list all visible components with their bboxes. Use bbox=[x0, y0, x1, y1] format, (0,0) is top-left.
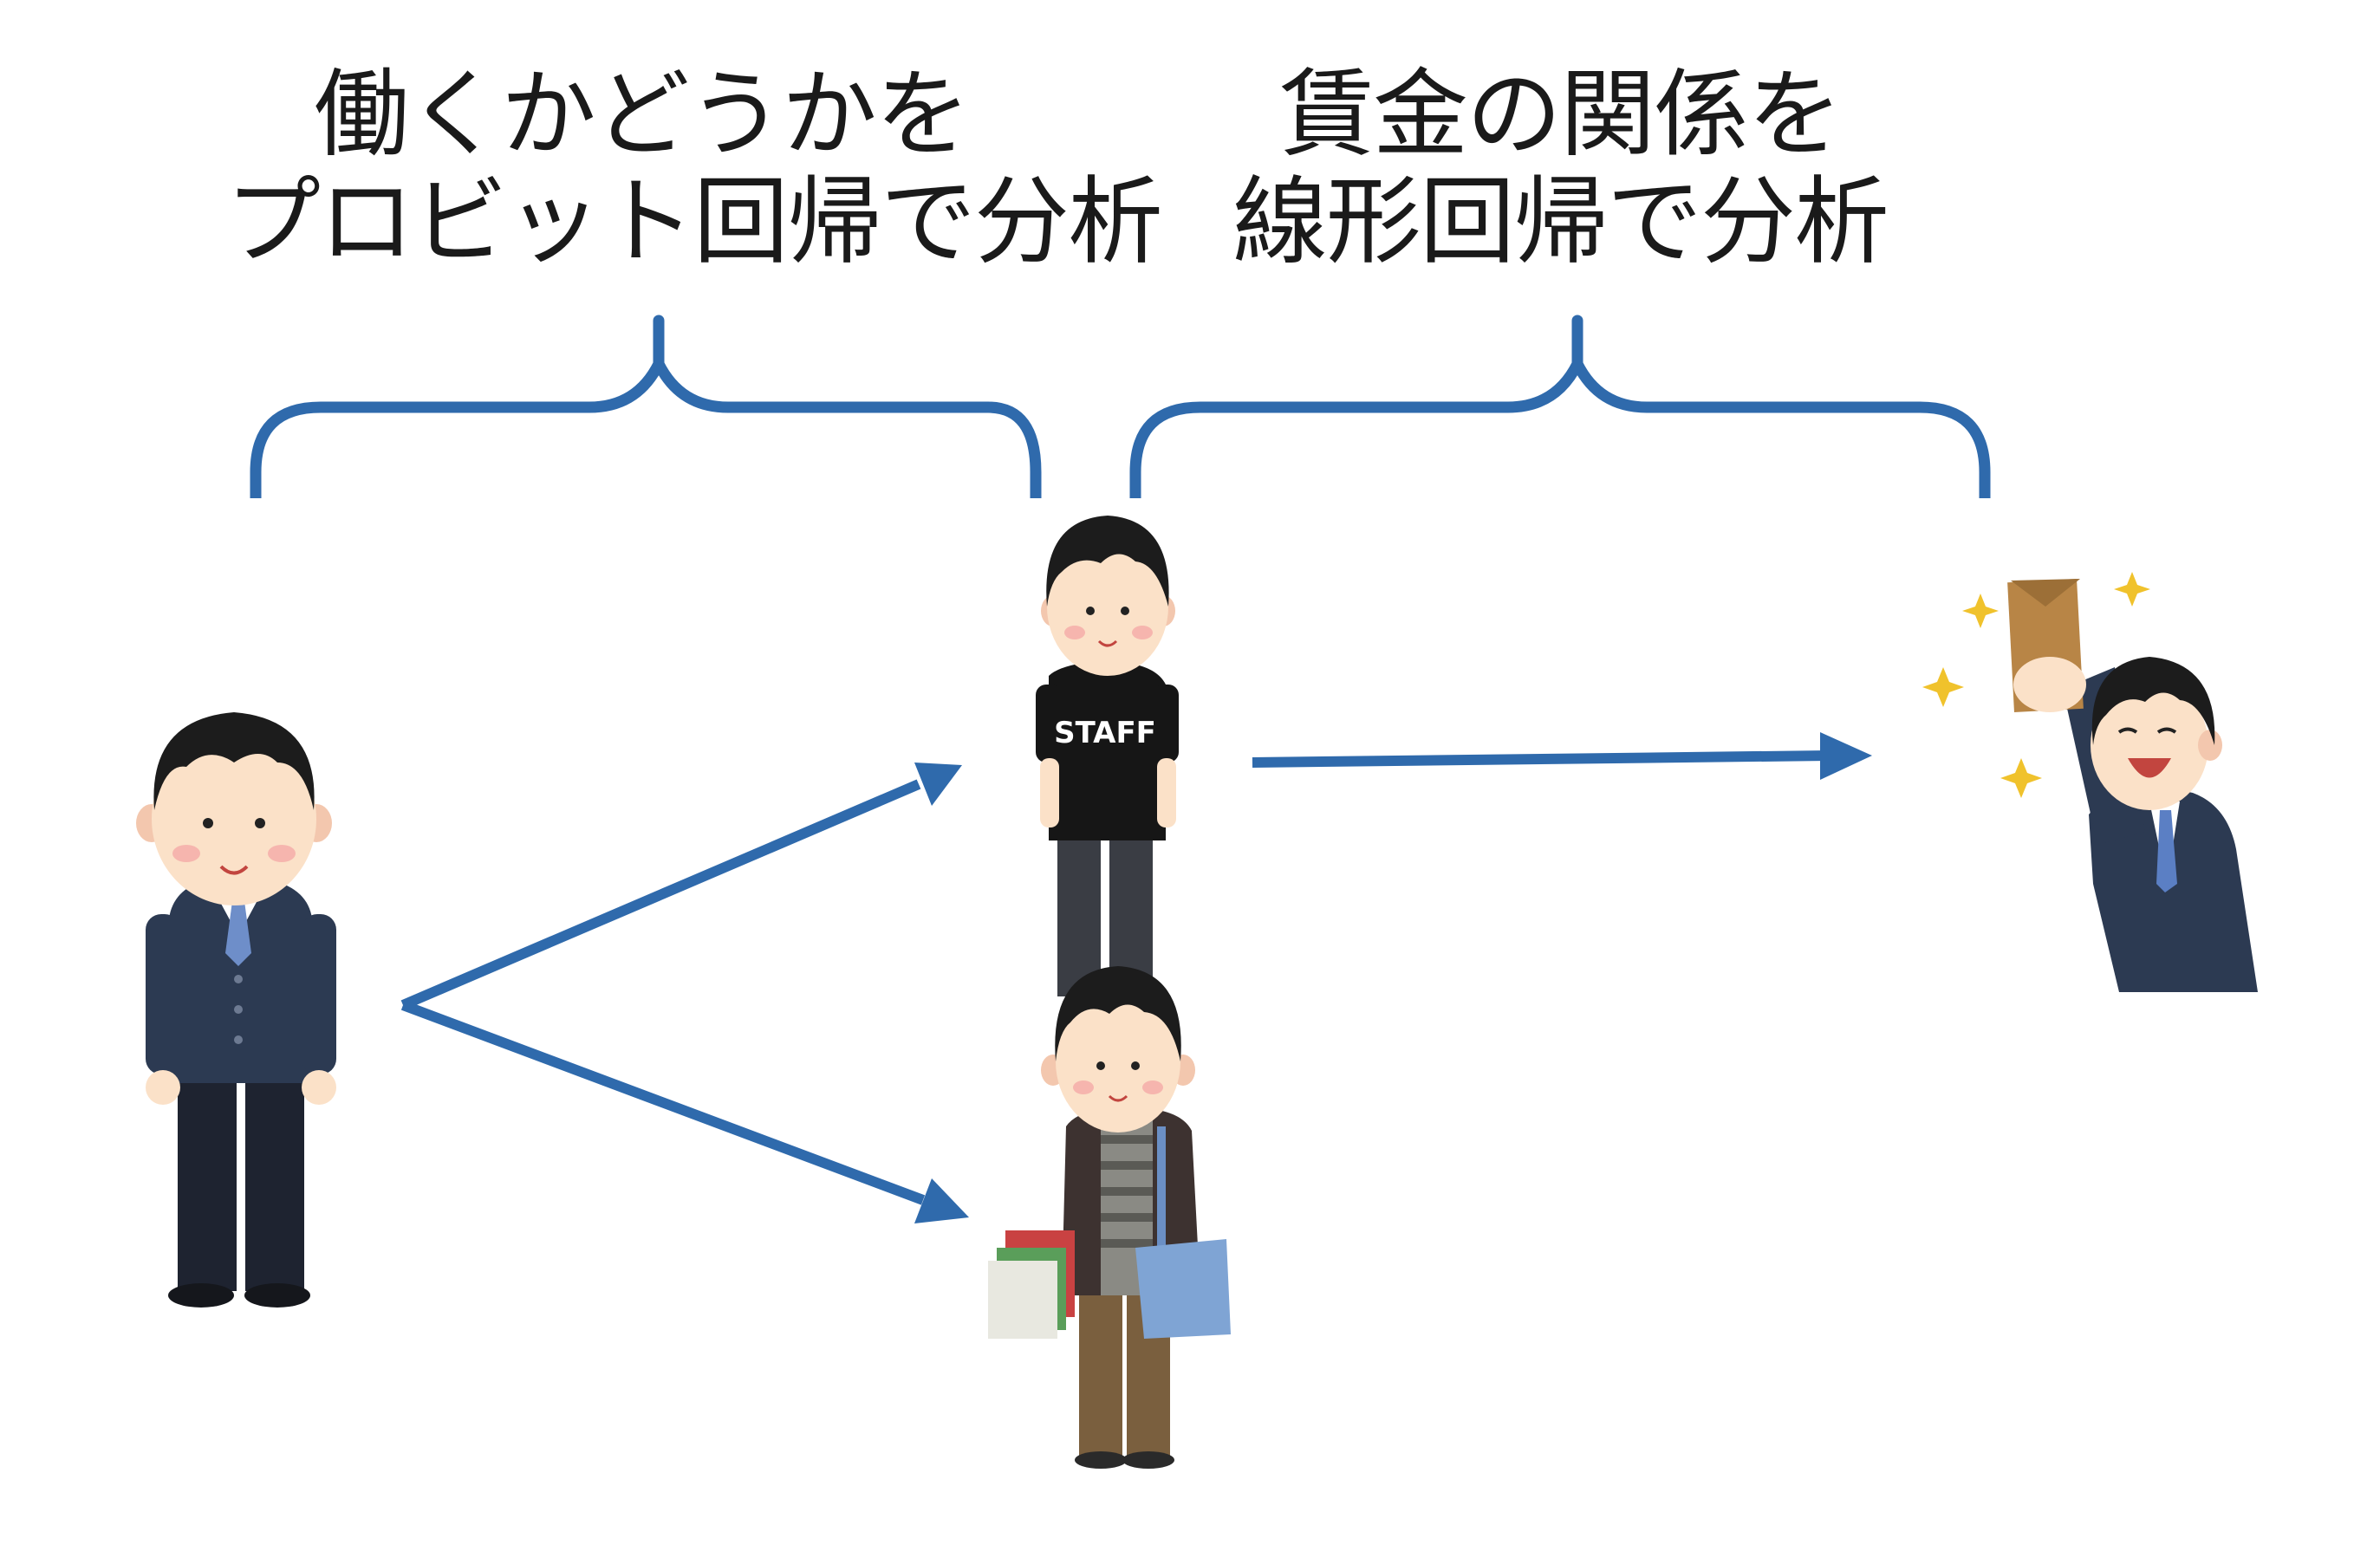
arrow-to-worker bbox=[400, 779, 921, 1010]
linear-label-line1: 賃金の関係を bbox=[1279, 59, 1843, 170]
probit-label: 働くかどうかを プロビット回帰で分析 bbox=[225, 59, 1163, 277]
sparkle-icon bbox=[1922, 572, 2150, 798]
linear-label-line2: 線形回帰で分析 bbox=[1232, 166, 1889, 277]
payday-figure bbox=[1922, 572, 2258, 992]
probit-label-line1: 働くかどうかを bbox=[314, 59, 971, 170]
student-figure bbox=[136, 712, 336, 1308]
probit-label-line2: プロビット回帰で分析 bbox=[225, 166, 1163, 277]
arrow-head-wage-icon bbox=[1820, 732, 1872, 780]
wage-arrow bbox=[1252, 732, 1872, 780]
arrow-head-worker-icon bbox=[914, 763, 962, 806]
arrow-to-college bbox=[400, 1000, 926, 1205]
arrow-head-college-icon bbox=[914, 1178, 969, 1223]
college-figure bbox=[988, 966, 1231, 1469]
right-brace bbox=[1129, 315, 1991, 498]
worker-figure: STAFF bbox=[1036, 516, 1179, 996]
linear-label: 賃金の関係を 線形回帰で分析 bbox=[1213, 61, 1907, 276]
left-brace bbox=[250, 315, 1042, 498]
staff-shirt-text: STAFF bbox=[1054, 716, 1156, 750]
branch-arrows bbox=[400, 763, 969, 1223]
